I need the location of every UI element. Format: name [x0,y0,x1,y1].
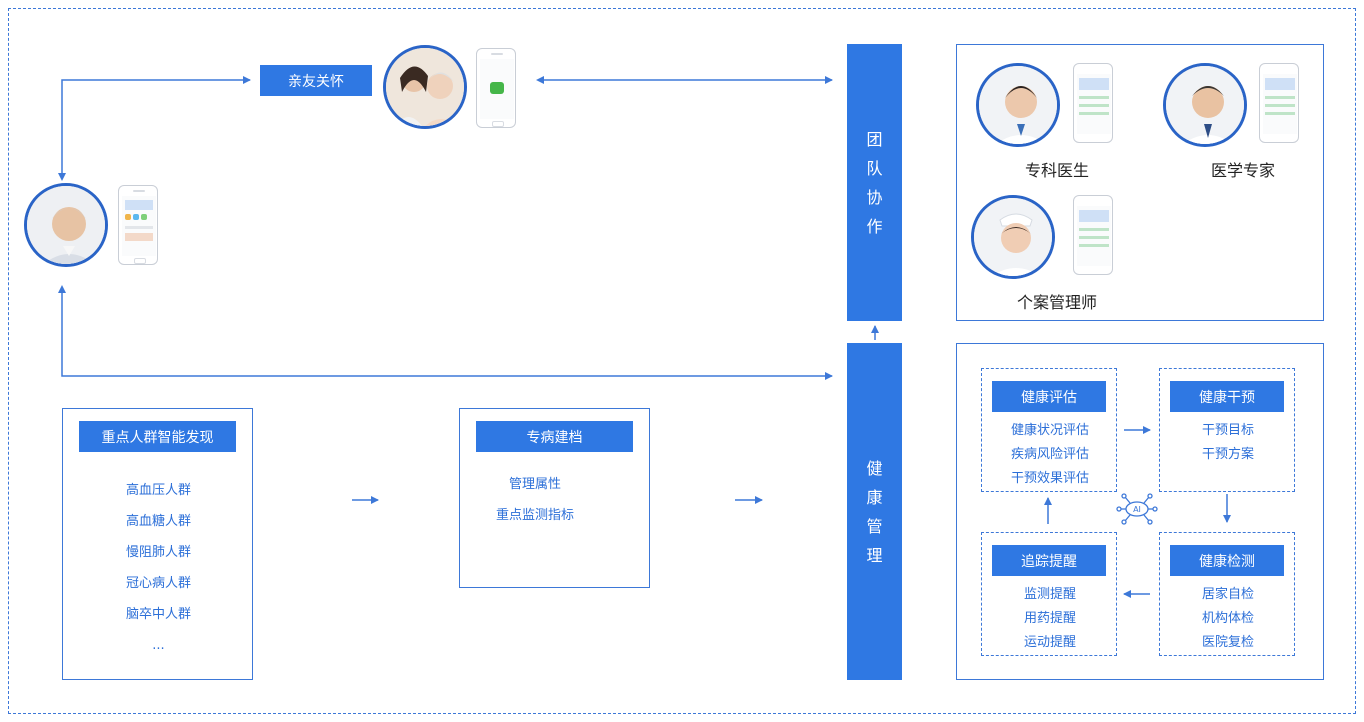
team-title-char: 队 [866,158,883,178]
team-title-char: 团 [866,129,883,149]
tracking-reminder-box: 追踪提醒 监测提醒 用药提醒 运动提醒 [981,532,1117,656]
health-title-char: 管 [866,516,883,536]
case-manager-avatar [971,195,1055,279]
expert-phone-icon [1259,63,1299,143]
list-item: 医院复检 [1201,635,1254,650]
list-item: ... [152,638,165,653]
assessment-title: 健康评估 [992,381,1106,412]
list-item: 管理属性 [508,477,561,492]
intervention-list: 干预目标 干预方案 [1160,419,1296,467]
elderly-man-icon [27,186,105,264]
disease-archive-panel: 专病建档 管理属性 重点监测指标 [459,408,650,588]
diagram-frame [8,8,1356,714]
archive-title: 专病建档 [476,421,633,452]
health-title-char: 理 [866,545,883,565]
detection-list: 居家自检 机构体检 医院复检 [1160,583,1296,655]
specialist-avatar [976,63,1060,147]
list-item: 监测提醒 [1023,587,1076,602]
list-item: 居家自检 [1201,587,1254,602]
family-care-label: 亲友关怀 [260,65,372,96]
health-assessment-box: 健康评估 健康状况评估 疾病风险评估 干预效果评估 [981,368,1117,492]
population-list: 高血压人群 高血糖人群 慢阻肺人群 冠心病人群 脑卒中人群 ... [63,475,254,661]
team-title-char: 作 [866,216,883,236]
list-item: 运动提醒 [1023,635,1076,650]
health-title-char: 健 [866,458,883,478]
list-item: 疾病风险评估 [1010,447,1089,462]
list-item: 慢阻肺人群 [125,545,191,560]
detection-title: 健康检测 [1170,545,1284,576]
health-management-bar: 健 康 管 理 [847,343,902,680]
health-detection-box: 健康检测 居家自检 机构体检 医院复检 [1159,532,1295,656]
list-item: 干预方案 [1201,447,1254,462]
list-item: 干预效果评估 [1010,471,1089,486]
specialist-phone-icon [1073,63,1113,143]
list-item: 重点监测指标 [495,508,574,523]
family-photo-icon [386,48,464,126]
tracking-title: 追踪提醒 [992,545,1106,576]
role-label-specialist: 专科医生 [1024,161,1089,180]
nurse-icon [974,198,1052,276]
role-label-case-manager: 个案管理师 [1016,293,1097,312]
team-title-char: 协 [866,187,883,207]
list-item: 脑卒中人群 [125,607,191,622]
team-collaboration-bar: 团 队 协 作 [847,44,902,321]
role-label-expert: 医学专家 [1210,161,1275,180]
intervention-title: 健康干预 [1170,381,1284,412]
list-item: 干预目标 [1201,423,1254,438]
health-intervention-box: 健康干预 干预目标 干预方案 [1159,368,1295,492]
list-item: 机构体检 [1201,611,1254,626]
assessment-list: 健康状况评估 疾病风险评估 干预效果评估 [982,419,1118,491]
list-item: 健康状况评估 [1010,423,1089,438]
health-cycle-panel: 健康评估 健康状况评估 疾病风险评估 干预效果评估 健康干预 干预目标 干预方案… [956,343,1324,680]
medical-expert-avatar [1163,63,1247,147]
discovery-title: 重点人群智能发现 [79,421,236,452]
health-title-char: 康 [866,487,883,507]
case-manager-phone-icon [1073,195,1113,275]
list-item: 用药提醒 [1023,611,1076,626]
list-item: 高血糖人群 [125,514,191,529]
team-roles-panel: 专科医生 医学专家 个案管理师 [956,44,1324,321]
list-item: 高血压人群 [125,483,191,498]
list-item: 冠心病人群 [125,576,191,591]
archive-list: 管理属性 重点监测指标 [460,469,610,531]
wechat-phone-icon [476,48,516,128]
tracking-list: 监测提醒 用药提醒 运动提醒 [982,583,1118,655]
health-app-phone-icon [118,185,158,265]
elderly-user-avatar [24,183,108,267]
doctor-icon [979,66,1057,144]
family-avatar [383,45,467,129]
key-population-discovery-panel: 重点人群智能发现 高血压人群 高血糖人群 慢阻肺人群 冠心病人群 脑卒中人群 .… [62,408,253,680]
senior-doctor-icon [1166,66,1244,144]
